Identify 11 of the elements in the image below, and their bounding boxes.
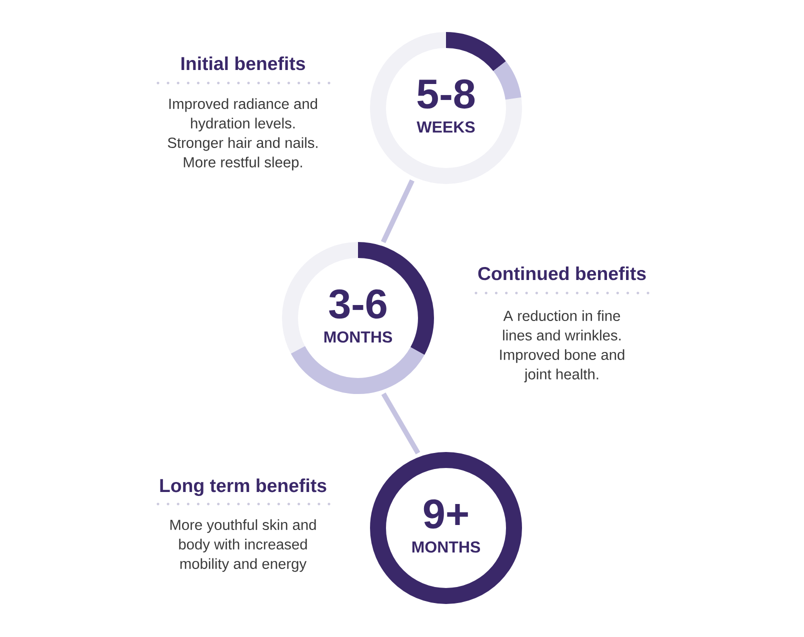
benefit-heading: Initial benefits xyxy=(182,56,305,70)
benefit-description: More youthful skin and body with increased mobility and energy xyxy=(170,519,316,572)
connector-line xyxy=(381,392,420,454)
benefit-heading: Continued benefits xyxy=(478,266,646,280)
benefit-heading: Long term benefits xyxy=(160,478,326,496)
progress-ring: 9+ MONTHS xyxy=(370,452,522,604)
progress-ring: 3-6 MONTHS xyxy=(282,242,434,394)
connector-line xyxy=(380,179,414,244)
progress-ring: 5-8 WEEKS xyxy=(370,32,522,184)
benefit-description: Improved radiance and hydration levels. Stronger hair and nails. More restful sleep. xyxy=(168,98,318,170)
benefit-description: A reduction in fine lines and wrinkles. Improved bone and joint health. xyxy=(500,310,624,382)
